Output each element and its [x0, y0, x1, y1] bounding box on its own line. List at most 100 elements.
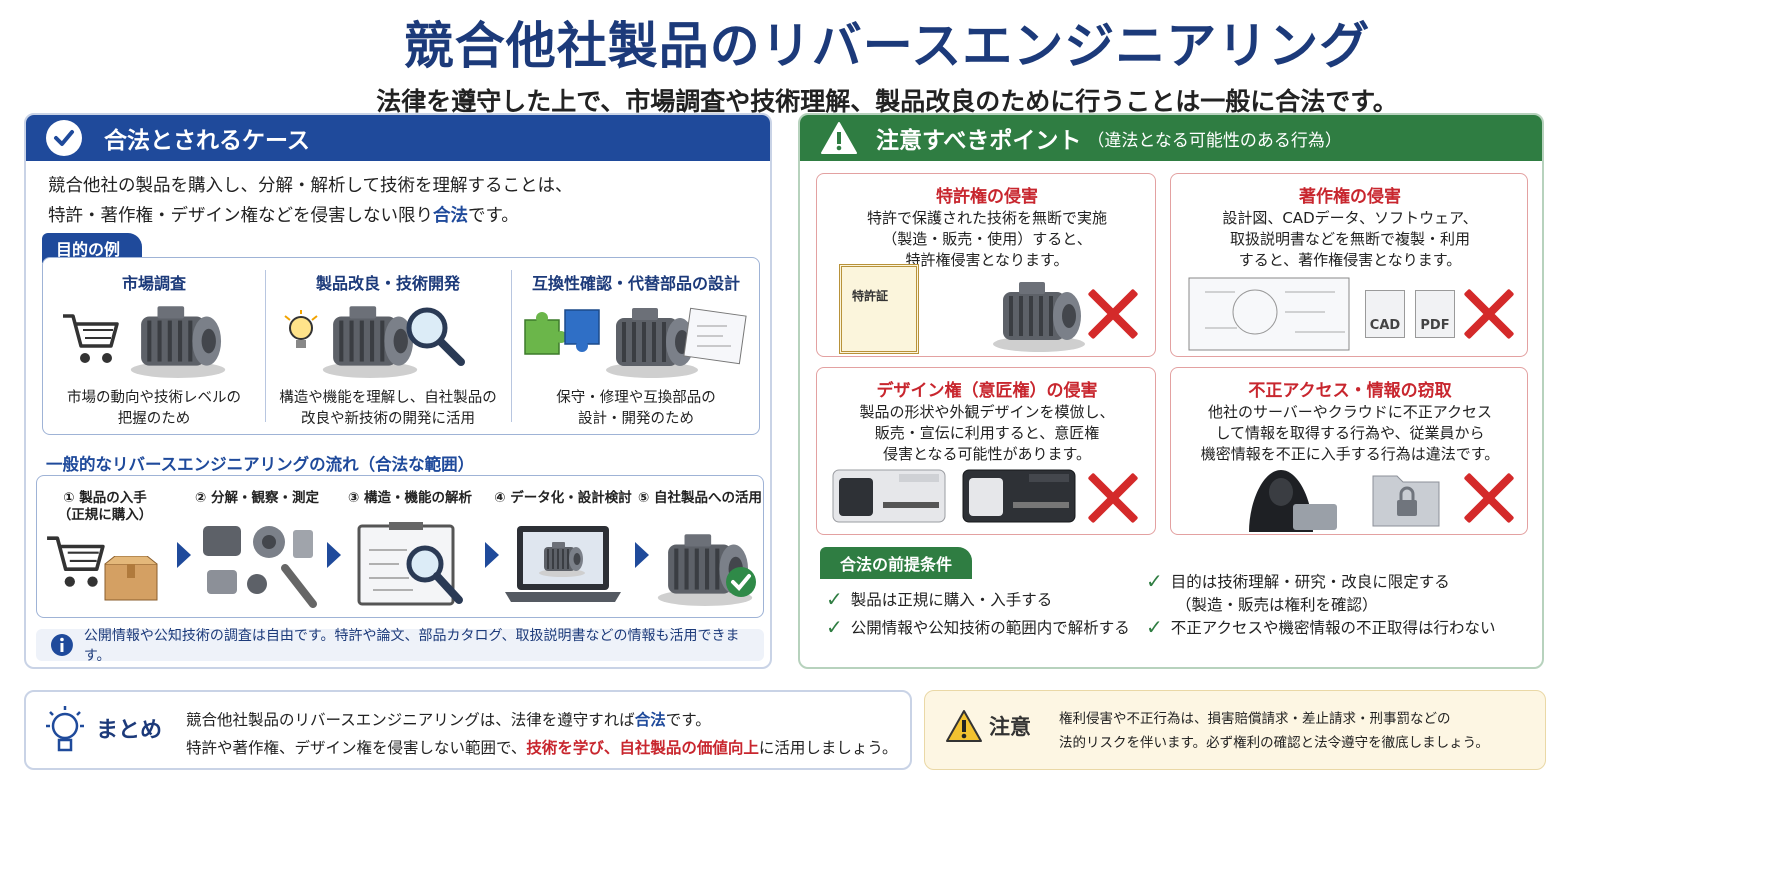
prohibited-x-icon [1085, 470, 1141, 526]
value-keyword: 技術を学び、自社製品の価値向上 [526, 739, 759, 757]
patent-doc-label: 特許証 [852, 289, 889, 303]
warning-icon [946, 710, 982, 742]
flow-arrow-icon [485, 542, 499, 568]
magnifier-icon [406, 307, 465, 366]
summary-line2: 特許や著作権、デザイン権を侵害しない範囲で、技術を学び、自社製品の価値向上に活用… [186, 734, 897, 762]
desc-line: 機密情報を不正に入手する行為は違法です。 [1200, 445, 1500, 463]
card-desc: 製品の形状や外観デザインを模倣し、販売・宣伝に利用すると、意匠権侵害となる可能性… [817, 402, 1157, 465]
intro-text-a: 特許・著作権・デザイン権などを侵害しない限り [48, 206, 433, 226]
laptop-icon [505, 526, 621, 602]
card-title: 不正アクセス・情報の窃取 [1248, 381, 1452, 401]
desc-line: 製品の形状や外観デザインを模倣し、 [859, 403, 1115, 421]
box-icon [104, 556, 158, 601]
caution-label: 注意 [989, 715, 1031, 739]
premise-tag: 合法の前提条件 [820, 547, 973, 579]
desc-line: 取扱説明書などを無断で複製・利用 [1229, 230, 1470, 248]
flow-arrow-icon [327, 542, 341, 568]
purpose-title-compat: 互換性確認・代替部品の設計 [531, 274, 740, 293]
unauthorized-access-card: 不正アクセス・情報の窃取 他社のサーバーやクラウドに不正アクセスして情報を取得す… [1170, 367, 1528, 535]
intro-text-c: です。 [468, 206, 519, 226]
lightbulb-icon [46, 706, 84, 752]
desc-line: 構造や機能を理解し、自社製品の [279, 390, 497, 406]
premise-item: ✓公開情報や公知技術の範囲内で解析する [826, 615, 1130, 639]
puzzle-icon [524, 309, 600, 355]
desc-line: 特許で保護された技術を無断で実施 [866, 209, 1107, 227]
flow-arrow-icon [635, 542, 649, 568]
legal-intro-line2: 特許・著作権・デザイン権などを侵害しない限り合法です。 [48, 201, 572, 231]
card-title: デザイン権（意匠権）の侵害 [876, 381, 1098, 401]
flow-step-5: ⑤ 自社製品への活用 [637, 490, 763, 506]
design-right-infringement-card: デザイン権（意匠権）の侵害 製品の形状や外観デザインを模倣し、販売・宣伝に利用す… [816, 367, 1156, 535]
flow-title: 一般的なリバースエンジニアリングの流れ（合法な範囲） [46, 455, 475, 474]
caution-line: 法的リスクを伴います。必ず権利の確認と法令遵守を徹底しましょう。 [1059, 735, 1489, 751]
summary-label: まとめ [96, 718, 163, 743]
flow-step-label: ① 製品の入手 [63, 490, 147, 506]
divider [511, 270, 512, 422]
legal-keyword: 合法 [433, 206, 468, 226]
flow-box: ① 製品の入手（正規に購入） ② 分解・観察・測定 ③ 構造・機能の解析 ④ デ… [36, 475, 764, 618]
summary-text: 競合他社製品のリバースエンジニアリングは、法律を遵守すれば合法です。 特許や著作… [186, 706, 897, 762]
premise-item: ✓目的は技術理解・研究・改良に限定する [1146, 569, 1450, 593]
desc-line: 改良や新技術の開発に活用 [301, 411, 475, 427]
summary-box: まとめ 競合他社製品のリバースエンジニアリングは、法律を遵守すれば合法です。 特… [24, 690, 912, 770]
legal-intro-line1: 競合他社の製品を購入し、分解・解析して技術を理解することは、 [48, 176, 573, 196]
desc-line: 侵害となる可能性があります。 [882, 445, 1092, 463]
locked-folder-icon [1372, 475, 1440, 527]
divider [265, 270, 266, 422]
legal-keyword: 合法 [634, 711, 666, 729]
disassembled-parts-icon [203, 526, 317, 608]
warning-icon [821, 122, 857, 154]
printer-icon [832, 469, 946, 523]
caution-box: 注意 権利侵害や不正行為は、損害賠償請求・差止請求・刑事罰などの 法的リスクを伴… [924, 690, 1546, 770]
prohibited-x-icon [1461, 470, 1517, 526]
desc-line: 市場の動向や技術レベルの [67, 390, 241, 406]
premise-text: 目的は技術理解・研究・改良に限定する [1170, 573, 1450, 591]
summary-line1: 競合他社製品のリバースエンジニアリングは、法律を遵守すれば合法です。 [186, 706, 897, 734]
card-desc: 設計図、CADデータ、ソフトウェア、取扱説明書などを無断で複製・利用すると、著作… [1171, 208, 1529, 271]
check-icon: ✓ [1146, 615, 1163, 639]
desc-line: 設計図、CADデータ、ソフトウェア、 [1222, 209, 1478, 227]
checkmark-icon [46, 120, 82, 156]
desc-line: 特許権侵害となります。 [905, 251, 1069, 269]
purpose-desc-improve: 構造や機能を理解し、自社製品の改良や新技術の開発に活用 [265, 388, 511, 430]
clipboard-analysis-icon [357, 522, 463, 606]
shopping-cart-icon [47, 536, 105, 587]
shopping-cart-icon [63, 314, 119, 363]
cad-label: CAD [1369, 318, 1401, 333]
page-subtitle: 法律を遵守した上で、市場調査や技術理解、製品改良のために行うことは一般に合法です… [376, 87, 1398, 116]
info-text: 公開情報や公知技術の調査は自由です。特許や論文、部品カタログ、取扱説明書などの情… [83, 628, 740, 664]
blueprint-icon [1188, 277, 1350, 351]
lightbulb-icon [284, 310, 318, 348]
purpose-desc-compat: 保守・修理や互換部品の設計・開発のため [511, 388, 761, 430]
prohibited-x-icon [1461, 286, 1517, 342]
desc-line: （製造・販売・使用）すると、 [882, 230, 1092, 248]
page-title: 競合他社製品のリバースエンジニアリング [403, 17, 1371, 75]
premise-item: ✓ 不正アクセスや機密情報の不正取得は行わない [1146, 615, 1496, 639]
pdf-label: PDF [1420, 318, 1450, 333]
prohibited-x-icon [1085, 286, 1141, 342]
desc-line: 設計・開発のため [578, 411, 694, 427]
flow-step-sublabel: （正規に購入） [57, 507, 153, 523]
check-icon: ✓ [826, 587, 843, 611]
motor-icon [130, 306, 226, 378]
summary-text-a: 特許や著作権、デザイン権を侵害しない範囲で、 [186, 739, 527, 757]
card-desc: 他社のサーバーやクラウドに不正アクセスして情報を取得する行為や、従業員から機密情… [1171, 402, 1529, 465]
cad-file-icon: CAD [1365, 290, 1405, 338]
summary-text-a: 競合他社製品のリバースエンジニアリングは、法律を遵守すれば [186, 711, 635, 729]
printer-icon [962, 469, 1076, 523]
caution-points-title: 注意すべきポイント [876, 128, 1082, 154]
patent-infringement-card: 特許権の侵害 特許で保護された技術を無断で実施（製造・販売・使用）すると、特許権… [816, 173, 1156, 357]
caution-points-subtitle: （違法となる可能性のある行為） [1087, 130, 1342, 151]
summary-text-c: です。 [665, 711, 711, 729]
flow-step-4: ④ データ化・設計検討 [494, 490, 632, 506]
desc-line: 把握のため [117, 411, 191, 427]
purpose-box: 市場調査 市場の動向や技術レベルの把握のため 製品改良・技術開発 構造や機能を理… [42, 257, 760, 435]
check-icon: ✓ [826, 615, 843, 639]
desc-line: して情報を取得する行為や、従業員から [1215, 424, 1485, 442]
motor-icon [993, 282, 1085, 352]
flow-step-3: ③ 構造・機能の解析 [347, 490, 473, 506]
premise-text: 不正アクセスや機密情報の不正取得は行わない [1170, 619, 1496, 637]
check-circle-icon [726, 567, 756, 597]
hacker-icon [1249, 470, 1337, 532]
purpose-title-market: 市場調査 [121, 274, 186, 293]
